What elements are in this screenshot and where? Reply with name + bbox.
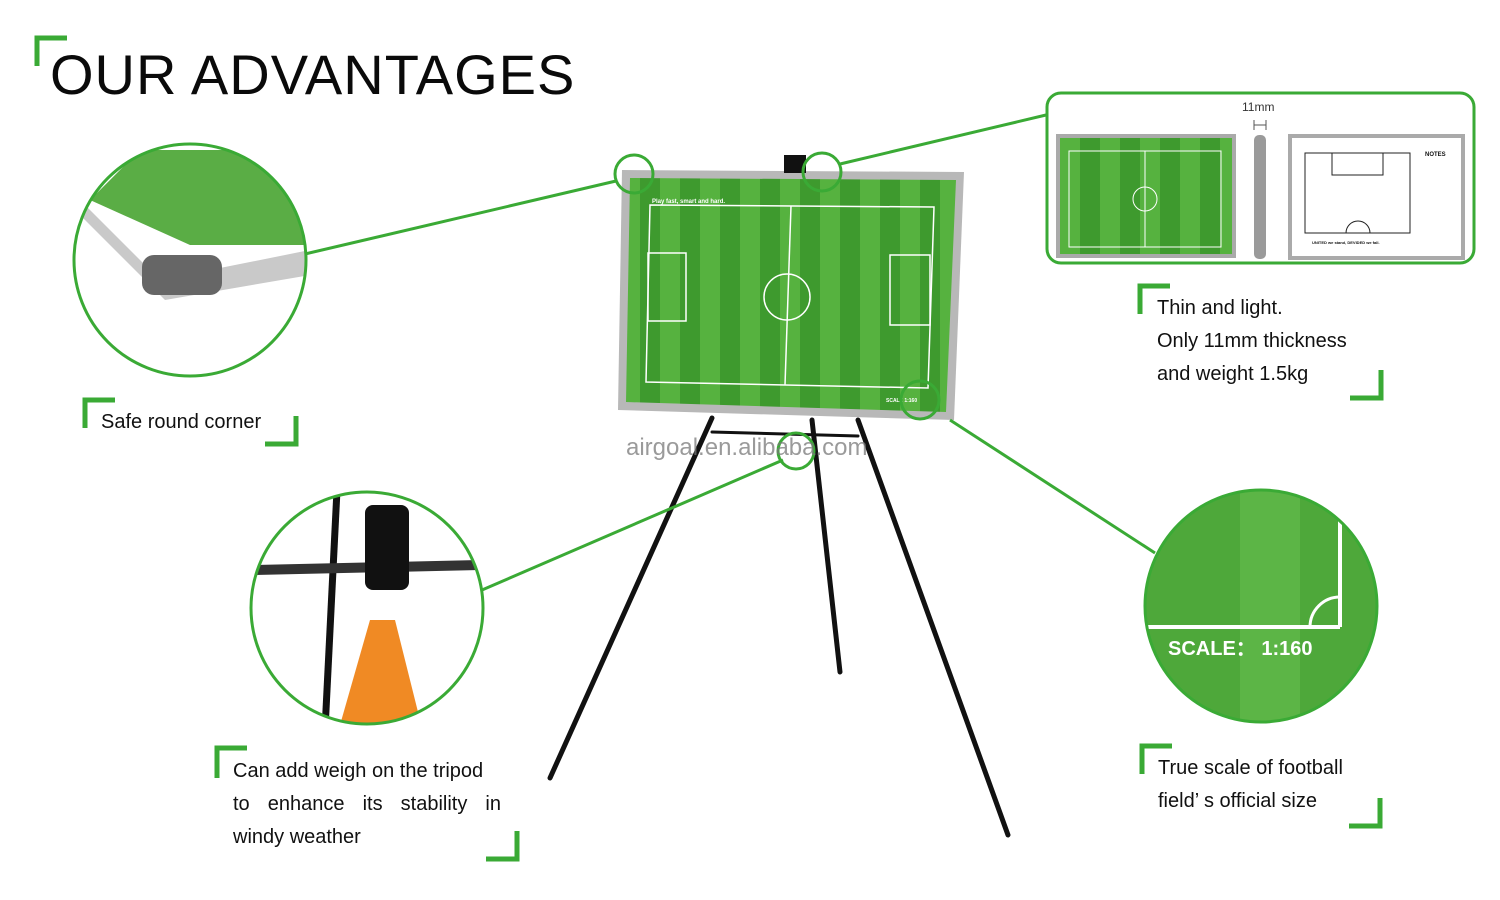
feature-tripod-weight: Can add weigh on the tripod to enhance i… <box>233 755 501 854</box>
panel-white-board <box>1288 134 1465 260</box>
board-profile <box>1254 135 1266 259</box>
feature-thin-light: Thin and light. Only 11mm thickness and … <box>1157 292 1347 391</box>
callout-lines <box>304 113 1156 592</box>
feature-line: field’ s official size <box>1158 790 1317 812</box>
feature-safe-corner: Safe round corner <box>101 406 261 439</box>
board-slogan: Play fast, smart and hard. <box>652 199 725 205</box>
notes-label: NOTES <box>1425 152 1446 158</box>
notes-footer: UNITED we stand, DEVIDED we fall. <box>1312 240 1380 245</box>
page-title: OUR ADVANTAGES <box>50 43 576 106</box>
feature-line: Thin and light. <box>1157 297 1283 319</box>
scale-closeup <box>1145 490 1377 722</box>
feature-line: and weight 1.5kg <box>1157 363 1309 385</box>
feature-true-scale: True scale of football field’ s official… <box>1158 752 1343 818</box>
feature-line: Can add weigh on the tripod <box>233 760 484 782</box>
scale-closeup-label: SCALE： 1:160 <box>1168 638 1313 660</box>
tripod-weight-closeup <box>251 492 483 724</box>
watermark: airgoal.en.alibaba.com <box>626 434 868 461</box>
feature-line: windy weather <box>233 826 361 848</box>
panel-green-board <box>1056 134 1236 258</box>
feature-line: to enhance its stability in <box>233 793 501 815</box>
corner-closeup <box>74 144 306 376</box>
tripod <box>547 415 1011 838</box>
tactic-board <box>618 155 964 420</box>
title-bracket <box>34 35 67 66</box>
feature-line: Only 11mm thickness <box>1157 330 1347 352</box>
caption-brackets <box>82 283 1384 862</box>
thickness-dimension: 11mm <box>1242 100 1274 114</box>
feature-line: Safe round corner <box>101 411 262 433</box>
feature-line: True scale of football <box>1158 757 1343 779</box>
highlight-circles <box>613 151 941 471</box>
